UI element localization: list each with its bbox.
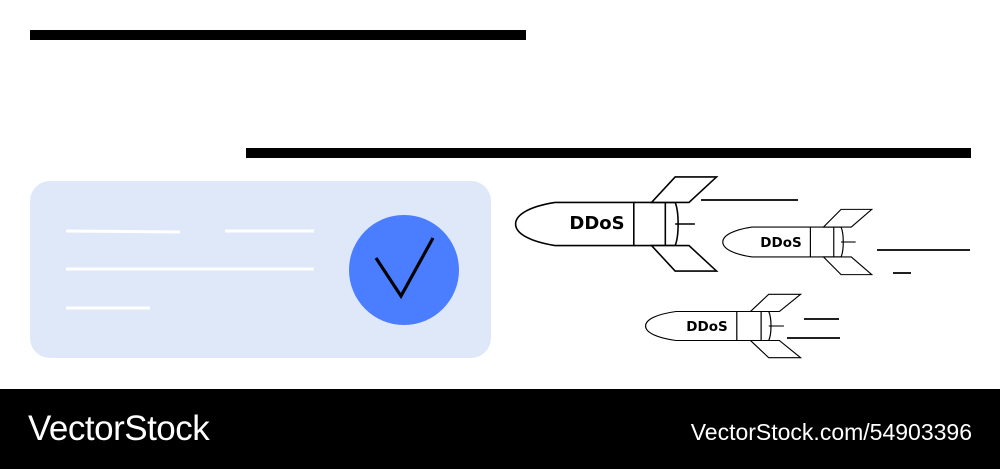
footer-bar: VectorStock VectorStock.com/54903396 [0,389,1000,469]
top-bar-long [246,148,971,158]
brand-logo[interactable]: VectorStock [28,409,210,448]
rocket-label-small: DDoS [686,319,727,335]
rocket-label-medium: DDoS [760,235,801,251]
top-bar-short [30,30,526,40]
rocket-label-large: DDoS [569,213,624,234]
image-credit[interactable]: VectorStock.com/54903396 [690,419,972,445]
check-icon [349,215,459,325]
illustration: DDoS DDoS DDoS [30,30,971,359]
